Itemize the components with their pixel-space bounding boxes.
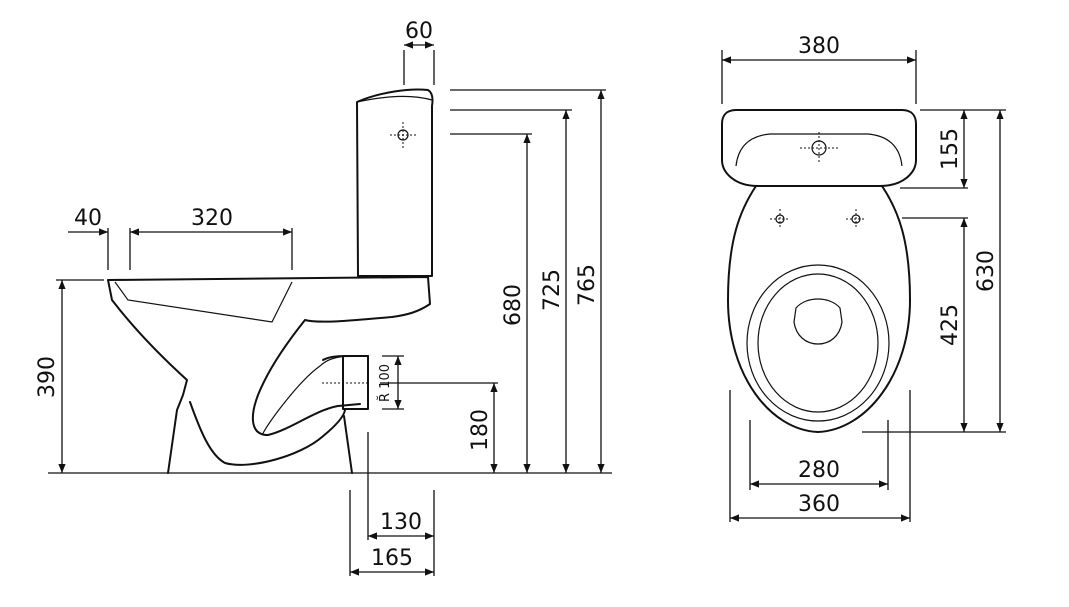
dim-390-label: 390 (35, 356, 60, 398)
side-view: 60 40 320 390 680 725 765 180 R̆ 100 130… (35, 19, 612, 576)
dim-280-label: 280 (798, 458, 840, 483)
cistern-top-inlet (800, 132, 838, 164)
dim-180-label: 180 (468, 409, 493, 451)
side-dimension-lines (58, 41, 605, 576)
dim-165-label: 165 (371, 546, 413, 571)
top-view: 380 155 630 425 280 360 (721, 34, 1006, 522)
dim-725-label: 725 (540, 269, 565, 311)
dim-155-label: 155 (938, 128, 963, 170)
outlet-pipe (342, 355, 369, 410)
cistern-lid-line (356, 95, 433, 103)
cistern-tank (356, 88, 434, 277)
top-dimension-lines (722, 56, 1004, 522)
dim-100-label: R̆ 100 (378, 364, 393, 402)
dim-360-label: 360 (798, 492, 840, 517)
trap-inner-line (257, 319, 353, 436)
drain-opening (793, 298, 843, 345)
dim-40-label: 40 (74, 206, 102, 231)
side-extension-lines (56, 50, 606, 576)
dim-425-label: 425 (938, 304, 963, 346)
bowl-top-outline (727, 185, 911, 433)
dim-320-label: 320 (191, 206, 233, 231)
dim-680-label: 680 (501, 284, 526, 326)
seat-ring-outer (746, 264, 890, 422)
dim-765-label: 765 (575, 264, 600, 306)
dim-630-label: 630 (974, 250, 999, 292)
seat-mount-markers (770, 209, 866, 229)
cistern-top-outline (721, 109, 917, 187)
seat-ring-inner (757, 273, 879, 413)
cistern-inlet-marker (390, 122, 416, 148)
dim-130-label: 130 (380, 510, 422, 535)
dim-380-label: 380 (798, 34, 840, 59)
dim-60-label: 60 (405, 19, 433, 44)
seat-top-line (114, 281, 293, 323)
